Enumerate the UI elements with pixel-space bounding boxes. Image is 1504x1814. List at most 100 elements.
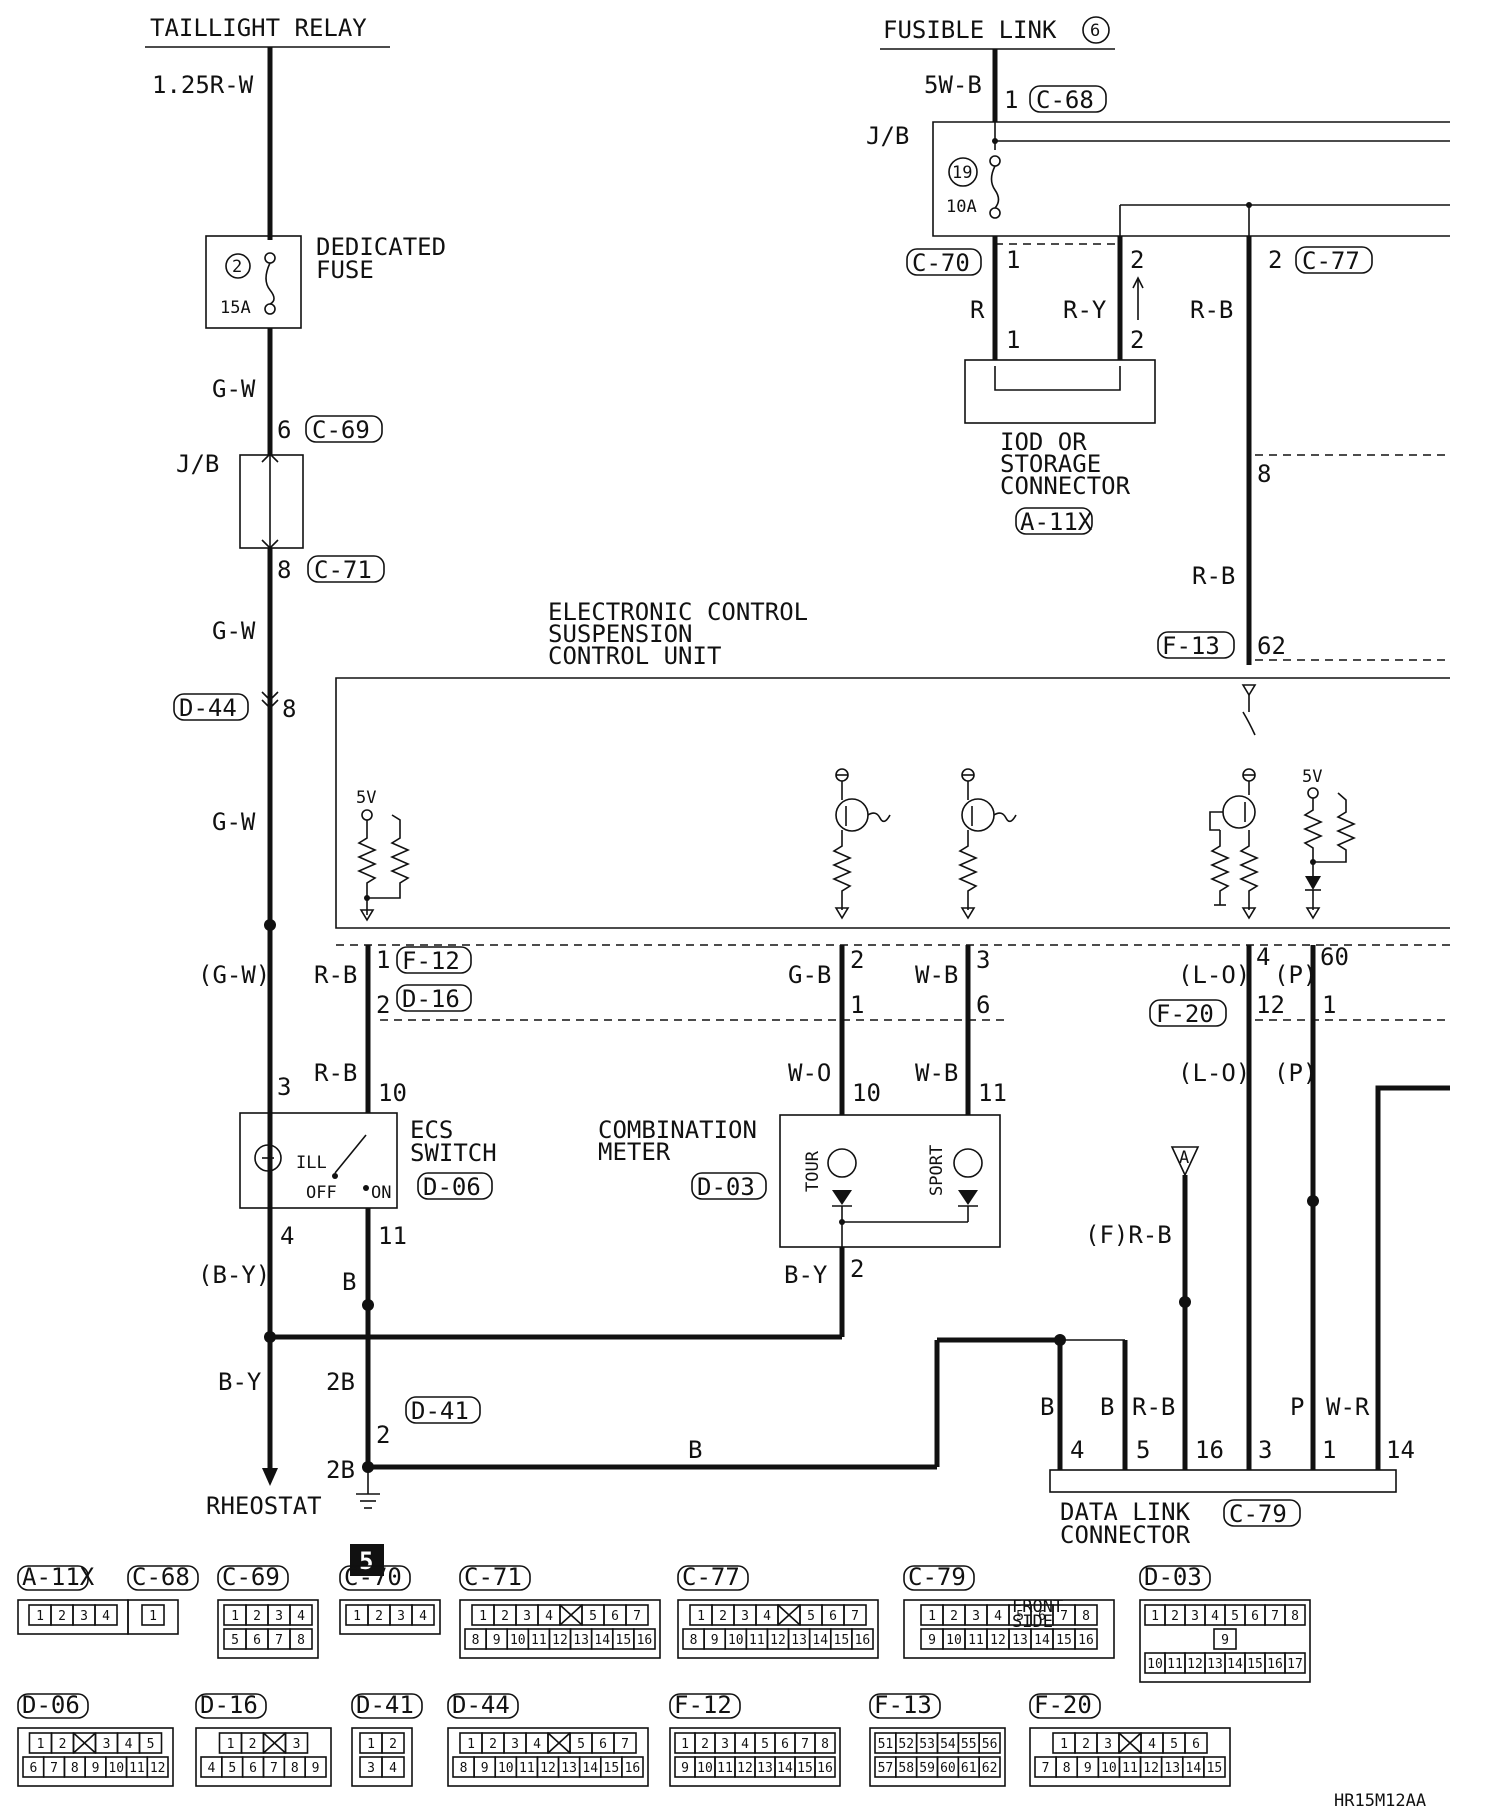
- legend-pin-number: 13: [1012, 1633, 1028, 1648]
- legend-pin-number: 1: [1151, 1609, 1159, 1624]
- legend-pin-number: 14: [777, 1761, 793, 1776]
- ground-point-badge: [350, 1544, 384, 1576]
- pin-d16-6: 6: [976, 991, 990, 1019]
- connector-c70-tag: [906, 248, 982, 276]
- legend-connector-body: [17, 1727, 174, 1787]
- connector-d44-tag: [173, 693, 249, 721]
- legend-pin-number: 15: [834, 1633, 850, 1648]
- taillight-relay-title: TAILLIGHT RELAY: [150, 14, 367, 42]
- legend-pin-number: 15: [1207, 1761, 1223, 1776]
- ecs-switch-label-1: ECS: [410, 1116, 453, 1144]
- ecs-off-contact: [332, 1173, 338, 1179]
- combination-meter-label-1: COMBINATION: [598, 1116, 757, 1144]
- legend-connector-name: D-16: [200, 1691, 258, 1719]
- legend-pin-number: 5: [231, 1633, 239, 1648]
- legend-pin-number: 4: [125, 1737, 133, 1752]
- legend-pin-number: 6: [29, 1761, 37, 1776]
- legend-blank-cell: [559, 1604, 583, 1626]
- legend-pin-number: 6: [249, 1761, 257, 1776]
- five-v-label-2: 5V: [1302, 767, 1322, 787]
- wire-b-label-4: B: [1100, 1393, 1114, 1421]
- wire-rb-label-3: R-B: [1190, 296, 1233, 324]
- legend-pin-number: 3: [972, 1609, 980, 1624]
- legend-pin-number: 4: [1211, 1609, 1219, 1624]
- legend-pin-cell: [381, 1732, 405, 1754]
- legend-connector-c-68: C-681: [127, 1563, 199, 1635]
- iod-label-3: CONNECTOR: [1000, 472, 1131, 500]
- connector-f20-label: F-20: [1156, 1000, 1214, 1028]
- connector-c79-label: C-79: [1229, 1500, 1287, 1528]
- legend-pin-number: 16: [855, 1633, 871, 1648]
- f13-input-transistor: [1209, 684, 1259, 920]
- dlc-label-2: CONNECTOR: [1060, 1521, 1191, 1549]
- wire-p-label: P: [1290, 1393, 1304, 1421]
- legend-pin-number: 7: [1060, 1609, 1068, 1624]
- ground-point-number: 5: [359, 1547, 373, 1575]
- legend-pin-number: 1: [149, 1609, 157, 1624]
- legend-pin-number: 4: [297, 1609, 305, 1624]
- connector-f13-label: F-13: [1162, 632, 1220, 660]
- legend-pin-number: 3: [1191, 1609, 1199, 1624]
- legend-blank-cell: [1118, 1732, 1142, 1754]
- legend-pin-number: 6: [1192, 1737, 1200, 1752]
- pin-meter-2: 2: [850, 1255, 864, 1283]
- legend-pin-number: 62: [982, 1761, 998, 1776]
- fuse-2-terminal-top: [264, 252, 276, 264]
- legend-pin-number: 12: [1143, 1761, 1159, 1776]
- legend-pin-number: 3: [1104, 1737, 1112, 1752]
- legend-pin-number: 12: [150, 1761, 166, 1776]
- ecs-unit-label-3: CONTROL UNIT: [548, 642, 721, 670]
- wire-rb-label-5: R-B: [1132, 1393, 1175, 1421]
- legend-pin-number: 4: [763, 1609, 771, 1624]
- wire-rb-label-1: R-B: [314, 961, 357, 989]
- wire-gb-label: G-B: [788, 961, 831, 989]
- legend-pin-number: 7: [1271, 1609, 1279, 1624]
- legend-pin-number: 6: [1251, 1609, 1259, 1624]
- legend-pin-number: 5: [589, 1609, 597, 1624]
- legend-pin-number: 4: [994, 1609, 1002, 1624]
- ecs-off-label: OFF: [306, 1183, 337, 1203]
- pin-dlc-16: 16: [1195, 1436, 1224, 1464]
- legend-pin-number: 12: [770, 1633, 786, 1648]
- wire-r-label: R: [970, 296, 985, 324]
- legend-pin-cell: [138, 1732, 163, 1754]
- legend-connector-body: [1029, 1727, 1231, 1787]
- connector-f12-tag: [396, 946, 472, 974]
- legend-connector-tag: [677, 1565, 749, 1591]
- legend-pin-number: 4: [533, 1737, 541, 1752]
- legend-pin-number: 2: [375, 1609, 383, 1624]
- pin-dlc-1: 1: [1322, 1436, 1336, 1464]
- legend-pin-number: 14: [1034, 1633, 1050, 1648]
- splice-f-rb: [1179, 1296, 1191, 1308]
- legend-pin-number: 5: [228, 1761, 236, 1776]
- legend-pin-number: 4: [389, 1761, 397, 1776]
- pin-ecs-3: 3: [277, 1073, 291, 1101]
- pin-d41-2: 2: [376, 1421, 390, 1449]
- fuse-2-number: 2: [232, 257, 242, 277]
- fuse-2-element: [265, 262, 275, 305]
- legend-pin-number: 1: [681, 1737, 689, 1752]
- wire-1.25rw-label: 1.25R-W: [152, 71, 254, 99]
- legend-connector-tag: [195, 1693, 267, 1719]
- pin-c68-1: 1: [1004, 86, 1018, 114]
- legend-connector-tag: [1139, 1565, 1211, 1591]
- pullup-left-resistor-2: [367, 814, 410, 899]
- iod-connector-box: [964, 359, 1156, 424]
- tour-diode: [832, 1190, 852, 1205]
- connector-d16-tag: [396, 984, 472, 1012]
- fusible-link-number: 6: [1090, 21, 1100, 41]
- pin-meter-10: 10: [852, 1079, 881, 1107]
- legend-pin-number: 8: [1063, 1761, 1071, 1776]
- legend-pin-number: 13: [1207, 1657, 1223, 1672]
- legend-pin-number: 8: [472, 1633, 480, 1648]
- legend-pin-number: 12: [990, 1633, 1006, 1648]
- legend-pin-cell: [289, 1604, 313, 1626]
- pin-c69-6: 6: [277, 416, 291, 444]
- legend-connector-tag: [903, 1565, 975, 1591]
- pin-d16-2: 2: [376, 991, 390, 1019]
- wire-5wb-label: 5W-B: [924, 71, 982, 99]
